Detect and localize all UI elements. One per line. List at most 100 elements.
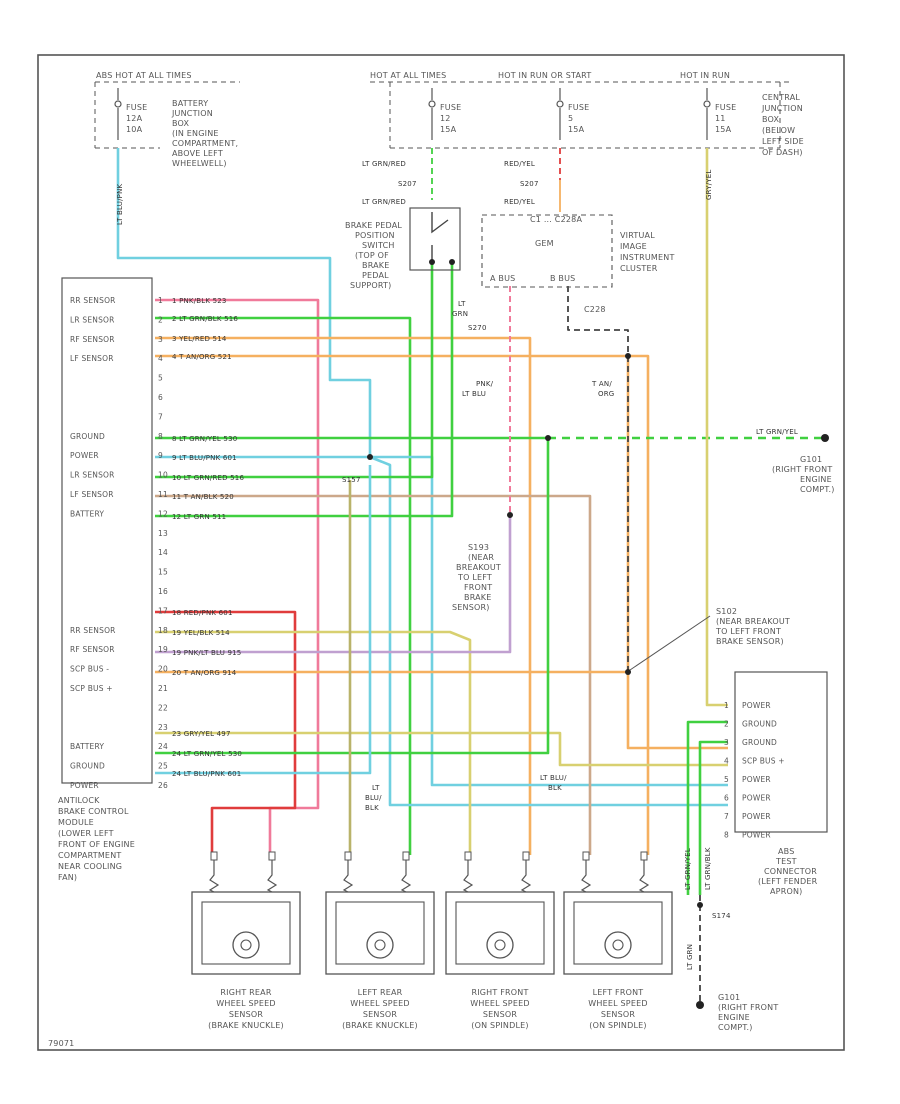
- wire-pin19-pnk-lt-blu: [155, 515, 512, 654]
- module-pin-label: LF SENSOR: [70, 354, 114, 363]
- svg-text:BOX: BOX: [762, 115, 780, 124]
- module-pin-label: SCP BUS +: [70, 684, 113, 693]
- wire-pin9-power: [155, 455, 728, 787]
- svg-text:FAN): FAN): [58, 873, 77, 882]
- sensor-label: (ON SPINDLE): [471, 1021, 528, 1030]
- fuse-2-amp: 15A: [440, 125, 457, 134]
- module-pin-number: 23: [158, 723, 168, 732]
- sensor-label: (BRAKE KNUCKLE): [342, 1021, 418, 1030]
- label-tan-org-1: T AN/: [591, 380, 612, 388]
- wire-pin2-lt-grn-blk: [155, 316, 412, 855]
- label-red-yel-bottom: RED/YEL: [504, 198, 535, 206]
- fuse-2-num: 12: [440, 114, 451, 123]
- fuse-1-label: FUSE: [126, 103, 147, 112]
- cluster-top: C1 ... C228A: [530, 215, 582, 224]
- label-lt-grn-yel-vert: LT GRN/YEL: [684, 848, 692, 890]
- svg-text:VIRTUAL: VIRTUAL: [620, 231, 655, 240]
- sensor-label: RIGHT FRONT: [471, 988, 528, 997]
- fuse-3-label: FUSE: [568, 103, 589, 112]
- svg-text:(NEAR BREAKOUT: (NEAR BREAKOUT: [716, 617, 790, 626]
- label-lt-blu-pnk-vert: LT BLU/PNK: [116, 183, 124, 225]
- svg-text:SUPPORT): SUPPORT): [350, 281, 391, 290]
- label-s207: S207: [398, 180, 417, 188]
- module-pin-number: 10: [158, 471, 168, 480]
- svg-text:SENSOR): SENSOR): [452, 603, 490, 612]
- wire-label: 4 T AN/ORG 521: [172, 353, 232, 361]
- svg-text:CENTRAL: CENTRAL: [762, 93, 800, 102]
- wire-test-ground-1: [686, 720, 728, 895]
- test-pin-number: 8: [724, 831, 729, 840]
- module-pin-label: POWER: [70, 781, 99, 790]
- svg-text:OF DASH): OF DASH): [762, 148, 803, 157]
- svg-text:FRONT: FRONT: [464, 583, 492, 592]
- svg-text:COMPARTMENT: COMPARTMENT: [58, 851, 121, 860]
- module-pin-label: GROUND: [70, 762, 105, 771]
- svg-text:(NEAR: (NEAR: [468, 553, 494, 562]
- svg-text:WHEELWELL): WHEELWELL): [172, 159, 227, 168]
- test-pin-number: 7: [724, 812, 729, 821]
- wires: [116, 148, 825, 1005]
- module-pin-number: 7: [158, 412, 163, 421]
- sensor-coil-icon: [232, 931, 260, 959]
- svg-text:BRAKE SENSOR): BRAKE SENSOR): [716, 637, 784, 646]
- cluster-abus: A BUS: [490, 274, 515, 283]
- wire-pin26-lt-blu-pnk: [155, 465, 372, 775]
- wire-gry-yel-fuse11: [705, 148, 728, 707]
- svg-text:MODULE: MODULE: [58, 818, 94, 827]
- splice-dots: [367, 259, 829, 1009]
- wire-pin4-tan-org: [155, 354, 650, 855]
- sensor-label: WHEEL SPEED: [216, 999, 275, 1008]
- abs-module-label: ANTILOCK BRAKE CONTROL MODULE (LOWER LEF…: [58, 796, 135, 882]
- svg-text:ABS: ABS: [778, 847, 795, 856]
- wire-label: 11 T AN/BLK 520: [172, 493, 234, 501]
- wire-pin1-pnk-blk: [155, 298, 320, 855]
- diagram-frame: [37, 54, 845, 1051]
- sensor-coil-icon: [366, 931, 394, 959]
- svg-text:(IN ENGINE: (IN ENGINE: [172, 129, 219, 138]
- brake-switch-symbol: [431, 212, 449, 262]
- wire-tan-org-test: [626, 356, 728, 750]
- footer-code: 79071: [48, 1039, 74, 1048]
- abs-module-box: [61, 277, 153, 784]
- wire-pin10-lt-grn-red: [155, 262, 434, 479]
- wire-label: 3 YEL/RED 514: [172, 335, 227, 343]
- fuse-2-label: FUSE: [440, 103, 461, 112]
- svg-text:APRON): APRON): [770, 887, 802, 896]
- wire-scp-minus-dash: [567, 286, 629, 672]
- svg-text:NEAR COOLING: NEAR COOLING: [58, 862, 122, 871]
- label-pnk-lt-blu-2: LT BLU: [462, 390, 486, 398]
- splice-s270: S270: [468, 324, 487, 332]
- svg-text:CONNECTOR: CONNECTOR: [764, 867, 817, 876]
- wire-lt-blu-pnk-feed: [116, 148, 372, 457]
- svg-text:TEST: TEST: [775, 857, 797, 866]
- module-pin-label: RF SENSOR: [70, 645, 115, 654]
- test-pin-label: SCP BUS +: [742, 757, 785, 766]
- fuse-header-2: HOT AT ALL TIMES: [370, 71, 446, 80]
- cluster-label: VIRTUAL IMAGE INSTRUMENT CLUSTER: [620, 231, 674, 273]
- module-pin-number: 2: [158, 315, 163, 324]
- module-pin-label: RF SENSOR: [70, 335, 115, 344]
- test-pin-label: GROUND: [742, 738, 777, 747]
- sensor-label: LEFT FRONT: [593, 988, 644, 997]
- fuse-4-amp: 15A: [715, 125, 732, 134]
- test-pin-label: POWER: [742, 812, 771, 821]
- lt-blu-blk-label-1: LT BLU/ BLK: [365, 784, 382, 812]
- battery-junction-label: BATTERY JUNCTION BOX (IN ENGINE COMPARTM…: [171, 99, 238, 168]
- splice-grn: GRN: [452, 310, 468, 318]
- module-pin-number: 15: [158, 568, 168, 577]
- label-red-yel-top: RED/YEL: [504, 160, 535, 168]
- svg-text:JUNCTION: JUNCTION: [171, 109, 213, 118]
- svg-text:LEFT SIDE: LEFT SIDE: [762, 137, 804, 146]
- sensor-label: (BRAKE KNUCKLE): [208, 1021, 284, 1030]
- svg-text:(TOP OF: (TOP OF: [355, 251, 389, 260]
- splice-lt: LT: [458, 300, 466, 308]
- splice-s102-label: S102 (NEAR BREAKOUT TO LEFT FRONT BRAKE …: [715, 607, 790, 646]
- wire-pin19-yel-blk: [155, 630, 472, 855]
- svg-text:ENGINE: ENGINE: [800, 475, 832, 484]
- wire-pin23-gry-yel: [155, 731, 728, 767]
